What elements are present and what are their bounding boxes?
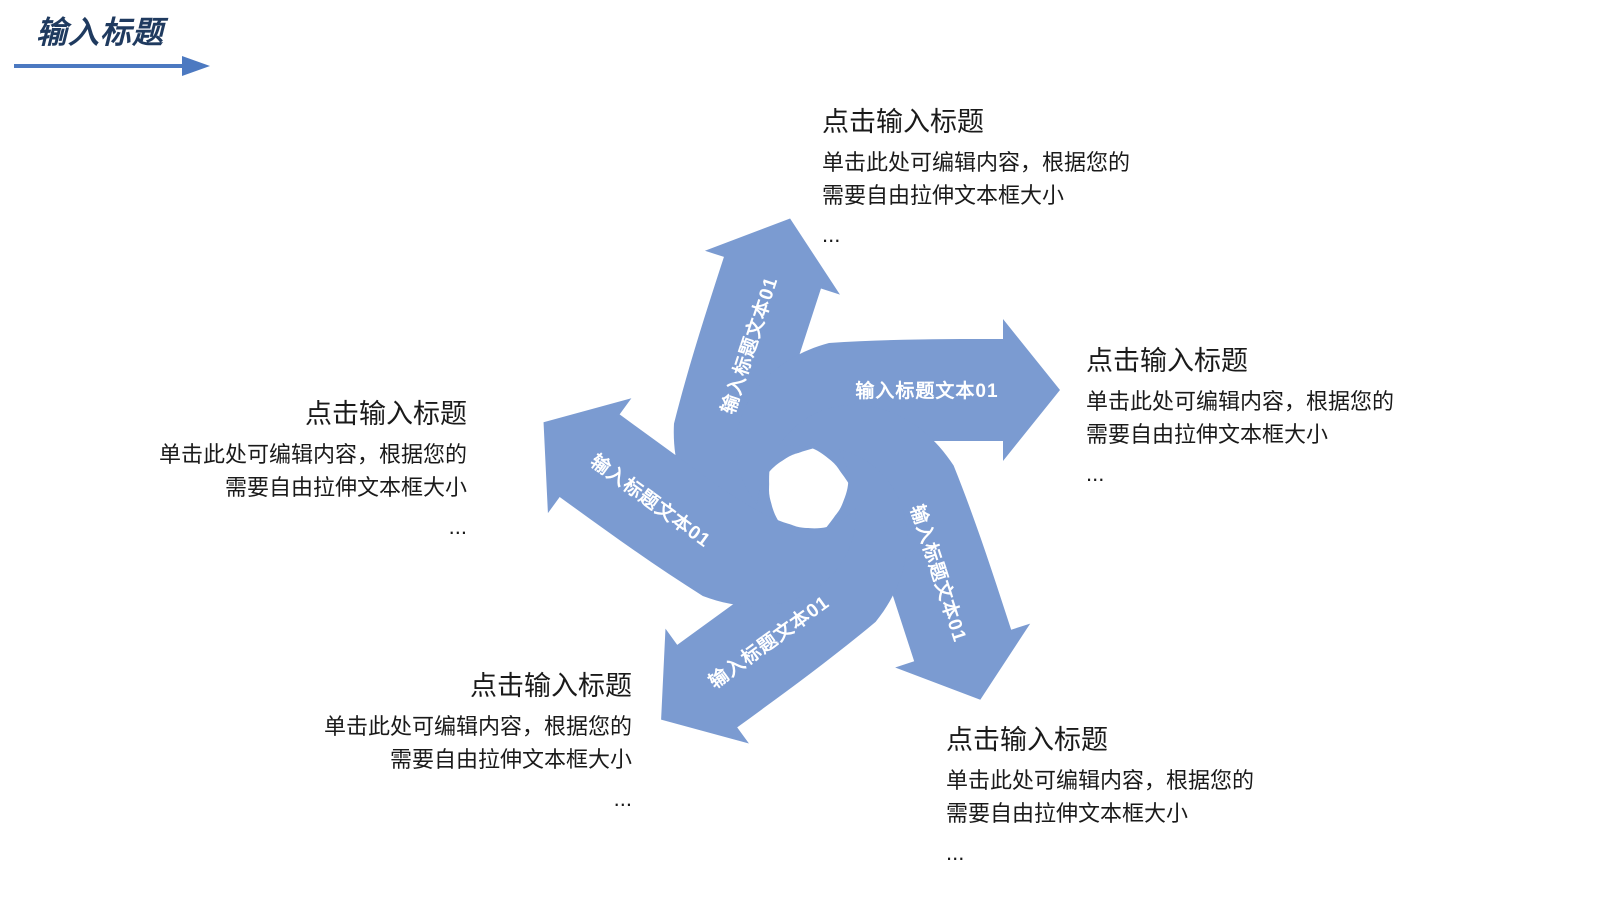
callout-ellipsis: ...: [946, 840, 965, 865]
callout-heading[interactable]: 点击输入标题: [946, 725, 1108, 755]
callout-body[interactable]: 单击此处可编辑内容，根据您的 需要自由拉伸文本框大小: [158, 442, 467, 500]
callout-body[interactable]: 单击此处可编辑内容，根据您的 需要自由拉伸文本框大小: [946, 768, 1255, 826]
slide-title-block: 输入标题: [14, 14, 210, 76]
callout-ellipsis: ...: [613, 786, 632, 811]
callout-ellipsis: ...: [822, 222, 841, 247]
callout-heading[interactable]: 点击输入标题: [822, 107, 984, 137]
callout-top: 点击输入标题 单击此处可编辑内容，根据您的 需要自由拉伸文本框大小 ...: [822, 104, 1130, 246]
callout-left: 点击输入标题 单击此处可编辑内容，根据您的 需要自由拉伸文本框大小 ...: [159, 396, 467, 538]
callout-body[interactable]: 单击此处可编辑内容，根据您的 需要自由拉伸文本框大小: [1086, 389, 1395, 447]
callout-right: 点击输入标题 单击此处可编辑内容，根据您的 需要自由拉伸文本框大小 ...: [1086, 343, 1394, 485]
callout-bottom-left: 点击输入标题 单击此处可编辑内容，根据您的 需要自由拉伸文本框大小 ...: [324, 668, 632, 810]
callout-heading[interactable]: 点击输入标题: [1086, 346, 1248, 376]
pinwheel-hub: [769, 452, 845, 528]
title-underline-arrow: [14, 56, 210, 76]
callout-body[interactable]: 单击此处可编辑内容，根据您的 需要自由拉伸文本框大小: [323, 714, 632, 772]
callout-heading[interactable]: 点击输入标题: [305, 399, 467, 429]
pinwheel-arrow-bottom-right[interactable]: 输入标题文本01: [771, 369, 1048, 735]
callout-bottom-right: 点击输入标题 单击此处可编辑内容，根据您的 需要自由拉伸文本框大小 ...: [946, 722, 1254, 864]
callout-ellipsis: ...: [1086, 461, 1105, 486]
title-arrowhead-icon: [182, 56, 210, 76]
callout-body[interactable]: 单击此处可编辑内容，根据您的 需要自由拉伸文本框大小: [822, 150, 1131, 208]
pinwheel-arrow-right[interactable]: 输入标题文本01: [735, 319, 1060, 504]
slide-title: 输入标题: [36, 15, 164, 50]
pinwheel-arrow-label: 输入标题文本01: [855, 379, 998, 402]
callout-ellipsis: ...: [448, 514, 467, 539]
callout-heading[interactable]: 点击输入标题: [470, 671, 632, 701]
